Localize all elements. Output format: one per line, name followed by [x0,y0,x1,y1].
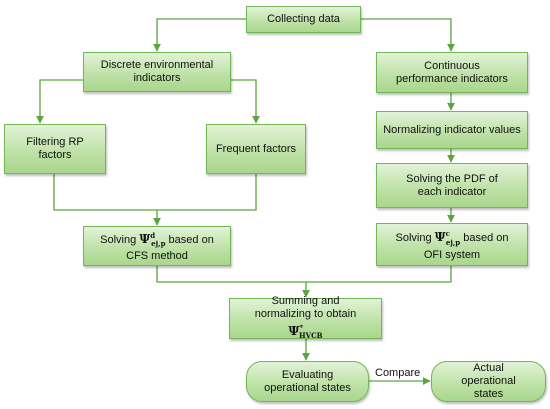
psi-symbol-hvcb: Ψ*HVCB [288,322,323,341]
node-discrete-indicators: Discrete environmental indicators [83,52,231,92]
edge-collect-to-discrete [153,18,246,52]
node-solving-cfs-text: Solving Ψdej,p based on CFS method [94,229,220,263]
node-normalizing-values-label: Normalizing indicator values [383,123,521,136]
node-normalizing-values: Normalizing indicator values [376,111,528,149]
summing-sub: HVCB [299,331,323,341]
ofi-symbol: Ψ [434,230,446,245]
node-solving-ofi: Solving Ψcej,p based on OFI system [376,223,528,266]
ofi-prefix: Solving [395,232,435,245]
edge-discrete-to-frequent [231,79,260,124]
node-frequent-factors: Frequent factors [206,124,306,174]
summing-symbol: Ψ [288,323,300,338]
edge-collect-to-continuous [361,18,455,52]
node-continuous-indicators: Continuous performance indicators [376,52,528,93]
node-actual-states: Actual operational states [431,361,546,402]
node-filtering-rp-label: Filtering RP factors [26,136,84,161]
edge-cfs-to-summing [156,266,310,298]
node-actual-states-label: Actual operational states [461,362,516,400]
node-summing: Summing and normalizing to obtain Ψ*HVCB [229,295,382,342]
ofi-suffix: based on OFI system [423,232,509,261]
node-evaluating-label: Evaluating operational states [264,368,351,394]
psi-symbol-ofi: Ψcej,p [434,229,461,247]
ofi-sub: ej,p [445,237,461,247]
node-filtering-rp: Filtering RP factors [4,124,106,174]
cfs-symbol: Ψ [139,231,151,246]
node-solving-cfs: Solving Ψdej,p based on CFS method [83,226,231,266]
edge-discrete-to-filtering [36,79,83,124]
cfs-prefix: Solving [100,233,140,246]
node-solving-ofi-text: Solving Ψcej,p based on OFI system [389,227,515,261]
summing-sup: * [299,322,304,332]
edge-filtering-down [53,174,257,211]
edge-label-compare: Compare [373,367,423,379]
edge-ofi-to-summing [306,266,452,283]
summing-prefix: Summing and normalizing to obtain [254,294,357,320]
cfs-sub: ej,p [151,239,166,249]
node-solving-pdf-label: Solving the PDF of each indicator [406,172,498,198]
node-continuous-indicators-label: Continuous performance indicators [396,59,508,85]
node-summing-text: Summing and normalizing to obtain Ψ*HVCB [242,295,369,342]
node-evaluating: Evaluating operational states [246,361,369,402]
psi-symbol-cfs: Ψdej,p [139,230,166,249]
cfs-suffix: based on CFS method [126,233,214,263]
node-frequent-factors-label: Frequent factors [215,142,297,155]
node-collecting-data-label: Collecting data [267,13,340,25]
node-solving-pdf: Solving the PDF of each indicator [376,163,528,208]
node-discrete-indicators-label: Discrete environmental indicators [100,59,214,84]
cfs-sup: d [150,230,156,240]
node-collecting-data: Collecting data [246,6,361,33]
ofi-sup: c [445,229,450,239]
